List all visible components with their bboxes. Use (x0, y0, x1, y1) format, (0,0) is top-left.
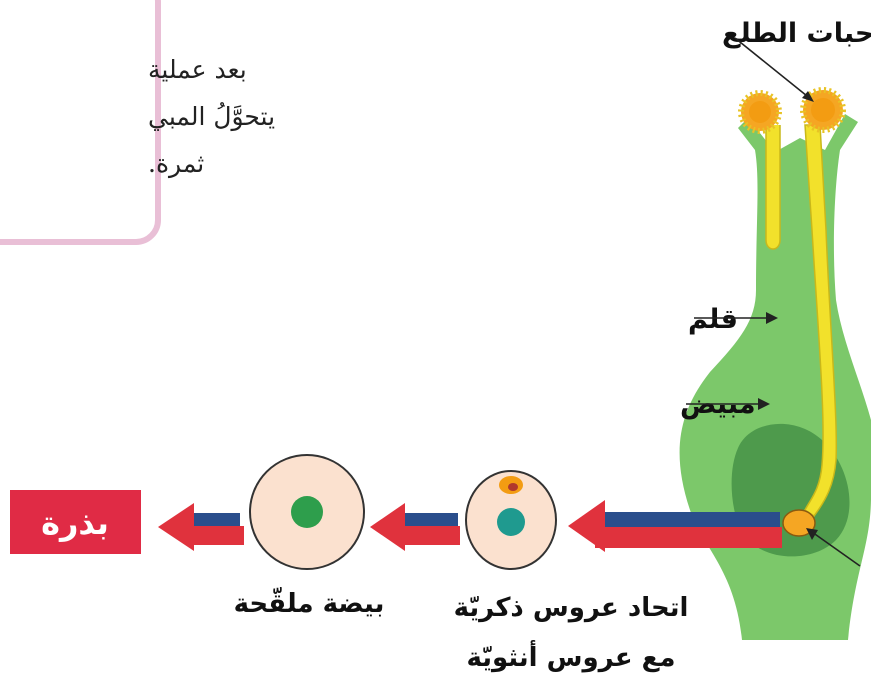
pollen-grain-icon (800, 87, 846, 133)
pointer-pollen-head (802, 91, 814, 102)
label-fertilized-egg: بيضة ملقّحة (234, 587, 385, 619)
label-style: قلم (688, 304, 738, 335)
pointer-egg (811, 531, 861, 567)
arrow-left-icon (568, 500, 782, 552)
pistil (679, 114, 871, 640)
seed-label: بذرة (41, 504, 109, 542)
pollen-tube-long (804, 124, 838, 518)
note-line-1: بعد عملية (148, 55, 247, 84)
pointer-ovary-head (758, 398, 770, 410)
note-line-3: ثمرة. (148, 149, 204, 179)
pollen-grain-icon (738, 90, 782, 134)
label-pollen: حبات الطلع (722, 18, 871, 49)
fertilized-egg-cell (249, 454, 365, 570)
label-fusion-line-1: اتحاد عروس ذكريّة (454, 593, 689, 623)
pointer-style-head (766, 312, 778, 324)
fusion-cell (465, 470, 557, 570)
pollen-tube-short (765, 125, 781, 250)
label-fusion-line-2: مع عروس أنثويّة (466, 640, 675, 673)
arrow-left-icon (158, 503, 244, 551)
pointer-pollen (734, 37, 813, 101)
note-line-2: يتحوَّلُ المبي (148, 102, 275, 132)
pointer-egg-head (806, 528, 818, 540)
note-box (0, 0, 161, 245)
arrow-left-icon (370, 503, 460, 551)
seed-box (10, 490, 141, 554)
